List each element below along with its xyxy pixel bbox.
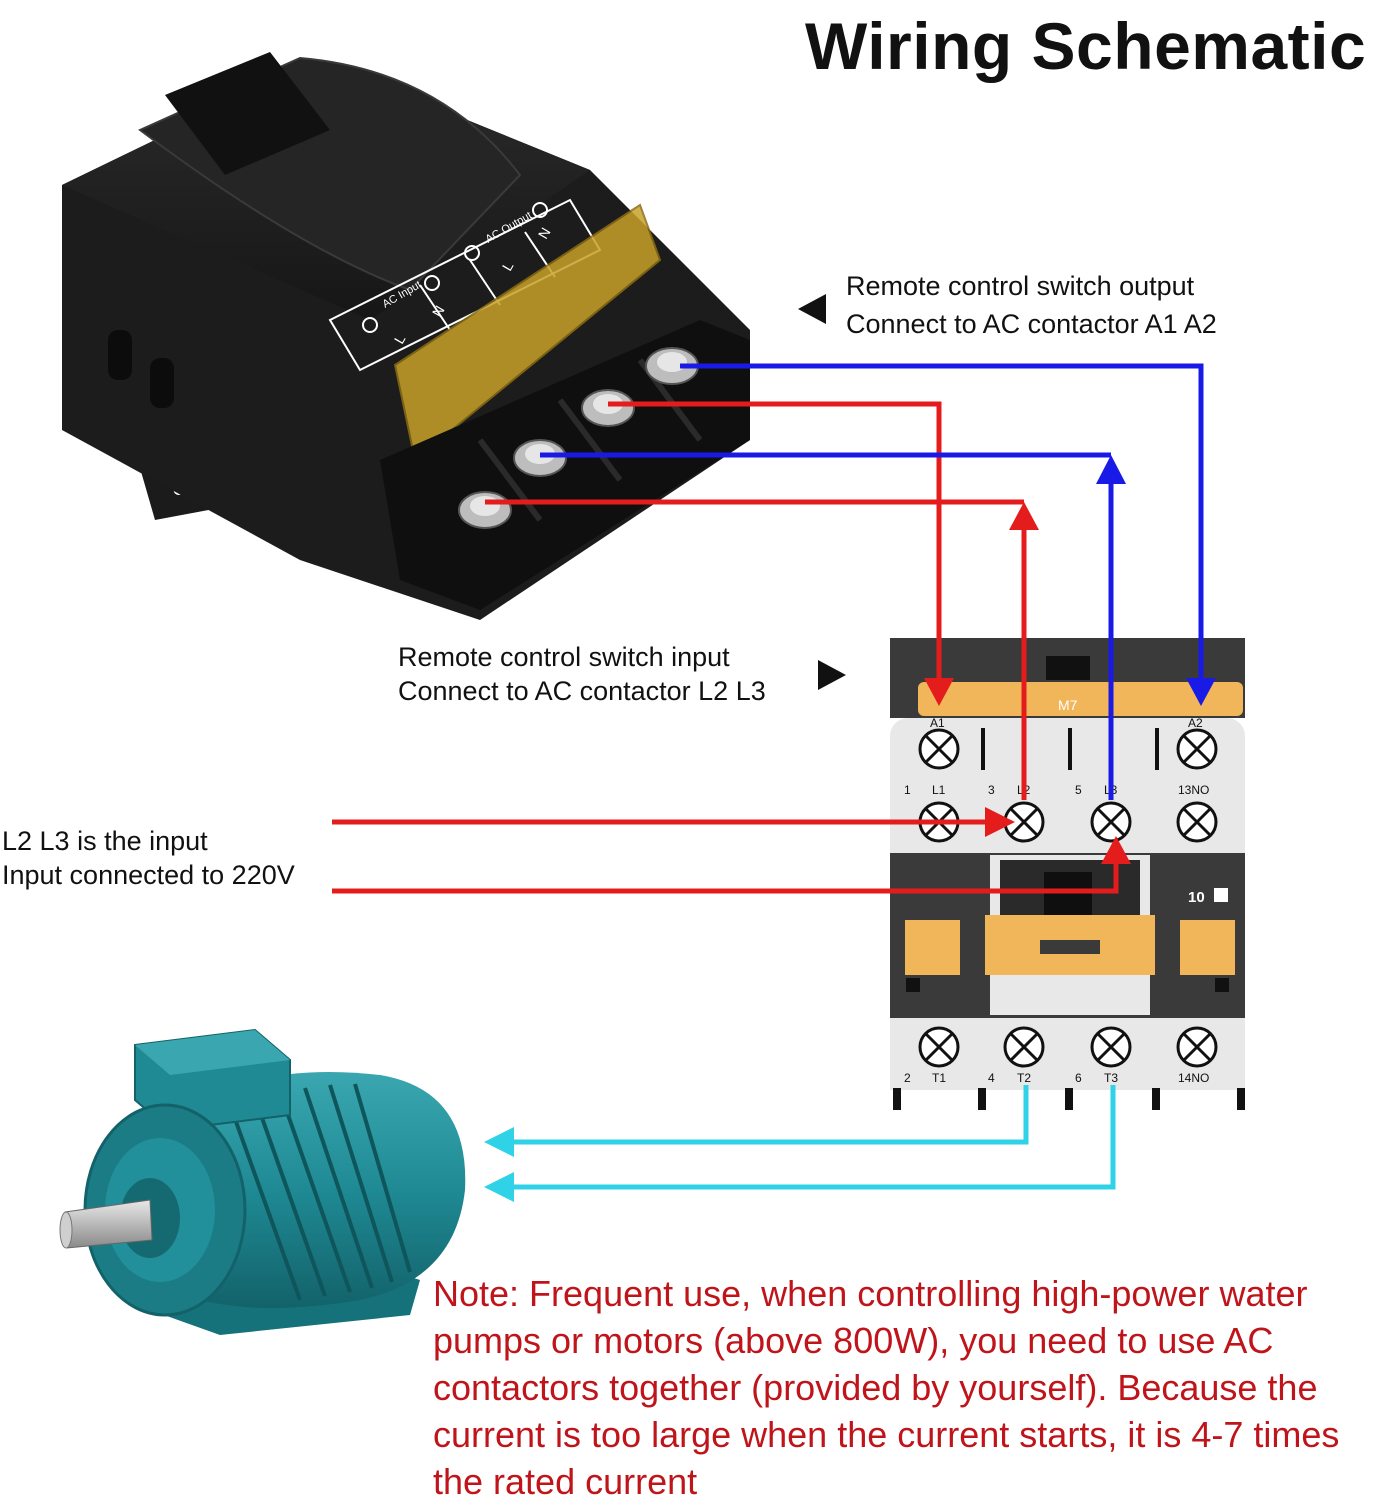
caption-pointer-left-icon <box>798 294 826 324</box>
bottom-label-t2: T2 <box>1017 1071 1031 1085</box>
arrow-right-icon <box>985 807 1015 837</box>
contact-bar-left <box>905 920 960 975</box>
output-caption: Remote control switch output Connect to … <box>846 267 1217 343</box>
bottom-label-2: 2 <box>904 1071 911 1085</box>
motor-shaft <box>64 1199 153 1249</box>
screw-13no <box>1176 801 1218 843</box>
top-label-13no: 13NO <box>1178 783 1209 797</box>
arrow-up-icon <box>1096 455 1126 484</box>
motor-fins <box>228 1083 412 1301</box>
bottom-label-4: 4 <box>988 1071 995 1085</box>
top-label-5: 5 <box>1075 783 1082 797</box>
aux-badge-square <box>1214 888 1228 902</box>
supply-caption-line2: Input connected to 220V <box>2 860 295 890</box>
screw-t1 <box>918 1026 960 1068</box>
contactor-model-label: M7 <box>1058 697 1078 713</box>
wire-supply-to-l3 <box>332 862 1119 894</box>
wire-t2-to-motor <box>512 1085 1029 1145</box>
contactor-top-slot <box>1046 656 1090 680</box>
screw-14no <box>1176 1026 1218 1068</box>
caption-pointer-right-icon <box>818 660 846 690</box>
terminal-mark-icon <box>464 245 480 261</box>
supply-caption: L2 L3 is the input Input connected to 22… <box>2 824 295 892</box>
coil-screw-a1 <box>918 728 960 770</box>
remote-switch-box: AC Input AC Output L N L N <box>62 52 750 620</box>
ac-contactor: M7 10 <box>890 638 1245 1110</box>
switch-screw-input-n <box>513 439 567 477</box>
aux-badge-label: 10 <box>1188 889 1205 906</box>
wire-output-l-to-a1 <box>608 401 942 680</box>
top-label-l1: L1 <box>932 783 946 797</box>
output-caption-line2: Connect to AC contactor A1 A2 <box>846 309 1217 339</box>
screw-t3 <box>1090 1026 1132 1068</box>
screw-l3 <box>1090 801 1132 843</box>
screw-l2 <box>1003 801 1045 843</box>
bottom-label-6: 6 <box>1075 1071 1082 1085</box>
coil-a1-label: A1 <box>930 716 945 730</box>
coil-strip <box>918 682 1243 716</box>
input-caption-line2: Connect to AC contactor L2 L3 <box>398 676 766 706</box>
terminal-cover <box>393 203 662 462</box>
bottom-label-14no: 14NO <box>1178 1071 1209 1085</box>
diagram-title: Wiring Schematic <box>805 9 1367 83</box>
bottom-label-t1: T1 <box>932 1071 946 1085</box>
electric-motor <box>59 1028 466 1335</box>
side-vent <box>108 330 132 380</box>
top-label-1: 1 <box>904 783 911 797</box>
arrow-up-icon <box>1009 502 1039 530</box>
terminal-mark-icon <box>424 275 440 291</box>
arrow-left-icon <box>484 1127 514 1157</box>
switch-screw-output-l <box>581 389 635 427</box>
coil-screw-a2 <box>1176 728 1218 770</box>
coil-a2-label: A2 <box>1188 716 1203 730</box>
terminal-mark-icon <box>532 202 548 218</box>
arrow-up-icon <box>1101 836 1131 864</box>
contactor-window <box>1044 872 1092 916</box>
box-window <box>165 52 330 175</box>
arrow-left-icon <box>484 1172 514 1202</box>
output-caption-line1: Remote control switch output <box>846 271 1195 301</box>
arrow-down-icon <box>924 678 954 706</box>
wires <box>332 363 1216 1202</box>
input-caption-line1: Remote control switch input <box>398 642 730 672</box>
arrow-down-icon <box>1186 678 1216 706</box>
wire-t3-to-motor <box>512 1085 1116 1190</box>
contact-bar-right <box>1180 920 1235 975</box>
bottom-label-t3: T3 <box>1104 1071 1118 1085</box>
side-vent <box>150 358 174 408</box>
wire-output-n-to-a2 <box>680 363 1204 680</box>
contactor-feet <box>893 1088 1245 1110</box>
input-caption: Remote control switch input Connect to A… <box>398 640 766 708</box>
supply-caption-line1: L2 L3 is the input <box>2 826 208 856</box>
contact-bar-center-slot <box>1040 940 1100 954</box>
top-label-3: 3 <box>988 783 995 797</box>
screw-t2 <box>1003 1026 1045 1068</box>
usage-note: Note: Frequent use, when controlling hig… <box>433 1273 1340 1502</box>
switch-screw-input-l <box>458 491 512 529</box>
terminal-mark-icon <box>362 317 378 333</box>
